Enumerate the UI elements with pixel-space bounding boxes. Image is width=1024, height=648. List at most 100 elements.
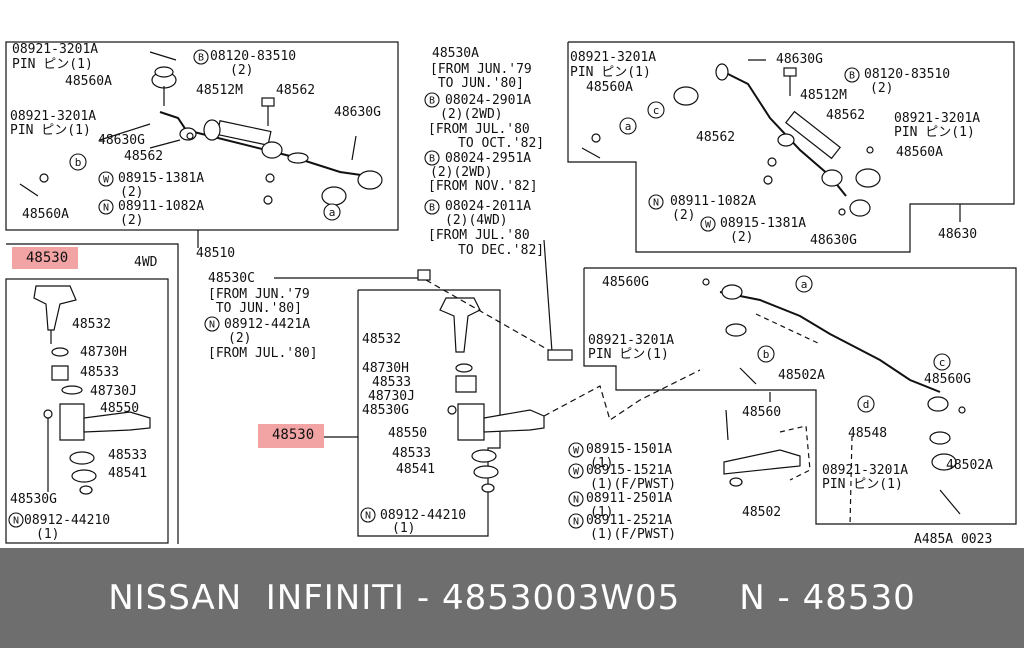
footer-bar: NISSAN INFINITI - 4853003W05 N - 48530 [0,548,1024,648]
circled-prefix-W: W [98,171,114,187]
circled-prefix-W: W [568,442,584,458]
callout-d: d [857,395,875,413]
part-label-c-10: (1) [392,521,416,536]
part-label-tl-18: 48510 [196,246,236,261]
part-label-tl-7: 48562 [276,83,316,98]
circled-prefix-N: N [8,512,24,528]
part-label-br-1: 48560G [602,275,649,290]
part-label-mid-8: 08024-2951A [445,151,532,166]
part-label-mid-13: [FROM JUL.'80 [428,228,530,243]
part-label-l-3: 48533 [80,365,120,380]
svg-text:N: N [365,511,371,522]
circled-prefix-N: N [360,507,376,523]
part-label-tr-17: 48630G [810,233,857,248]
callout-b: b [69,153,87,171]
circled-prefix-N: N [204,316,220,332]
part-label-tr-13: 08911-1082A [670,194,757,209]
part-label-br-5: 48560G [924,372,971,387]
part-label-tr-14: (2) [672,208,696,223]
part-label-mid-6: [FROM JUL.'80 [428,122,530,137]
highlight-hl-left[interactable] [12,247,78,269]
part-label-mid-5: (2)(2WD) [440,107,503,122]
part-label-tl-5: (2) [230,63,254,78]
part-label-l-6: 48533 [108,448,148,463]
part-label-br-6: 48560 [742,405,782,420]
part-label-ml-1: 48530C [208,271,255,286]
part-label-br-17: 08921-3201A [822,463,909,478]
callout-c: c [933,353,951,371]
circled-prefix-B: B [424,150,440,166]
frame-4wd [6,243,179,544]
part-label-br-3: PIN ピン(1) [588,347,669,362]
part-label-c-6: 48550 [388,426,428,441]
part-label-br-18: PIN ピン(1) [822,477,903,492]
svg-text:a: a [329,206,336,219]
part-label-tl-12: 48562 [124,149,164,164]
highlight-hl-center[interactable] [258,424,324,448]
callout-a: a [795,275,813,293]
part-label-tl-1: 08921-3201A [12,42,99,57]
frame-48630 [567,41,1015,253]
part-label-br-10: 08915-1521A [586,463,673,478]
footer-part-title: NISSAN INFINITI - 4853003W05 N - 48530 [108,578,916,618]
svg-text:W: W [573,446,580,457]
part-label-tl-17: 48560A [22,207,69,222]
part-label-tr-16: (2) [730,230,754,245]
part-label-br-15: (1)(F/PWST) [590,527,677,542]
part-label-c-3: 48533 [372,375,412,390]
circled-prefix-B: B [844,67,860,83]
highlight-part-number: 48530 [26,250,69,266]
part-label-tr-18: 48630 [938,227,978,242]
part-label-br-12: 08911-2501A [586,491,673,506]
circled-prefix-N: N [568,513,584,529]
part-label-br-9: (1) [590,456,614,471]
part-label-mid-14: TO DEC.'82] [458,243,545,258]
part-label-l-10: (1) [36,527,60,542]
callout-c: c [647,101,665,119]
svg-text:B: B [429,96,435,107]
svg-text:c: c [939,356,946,369]
callout-a: a [323,203,341,221]
part-label-tr-11: PIN ピン(1) [894,125,975,140]
part-label-tr-9: 48562 [826,108,866,123]
svg-text:N: N [653,198,659,209]
part-label-br-8: 08915-1501A [586,442,673,457]
svg-text:B: B [849,71,855,82]
part-label-tr-12: 48560A [896,145,943,160]
part-label-tl-2: PIN ピン(1) [12,57,93,72]
part-label-c-5: 48530G [362,403,409,418]
part-label-tl-6: 48512M [196,83,243,98]
part-label-tl-10: PIN ピン(1) [10,123,91,138]
part-label-tr-3: 48560A [586,80,633,95]
part-label-mid-10: [FROM NOV.'82] [428,179,538,194]
svg-text:N: N [209,320,215,331]
part-label-c-1: 48532 [362,332,402,347]
part-label-wd-1: 4WD [134,255,158,270]
part-label-ml-4: 08912-4421A [224,317,311,332]
part-label-br-7: 48548 [848,426,888,441]
part-label-tr-4: 48630G [776,52,823,67]
svg-text:N: N [573,517,579,528]
svg-text:N: N [13,516,19,527]
part-label-tr-15: 08915-1381A [720,216,807,231]
part-label-l-5: 48550 [100,401,140,416]
part-label-mid-11: 08024-2011A [445,199,532,214]
part-label-l-7: 48541 [108,466,148,481]
part-label-c-7: 48533 [392,446,432,461]
part-label-tl-9: 08921-3201A [10,109,97,124]
part-label-tl-13: 08915-1381A [118,171,205,186]
part-label-mid-4: 08024-2901A [445,93,532,108]
svg-text:a: a [801,278,808,291]
part-label-tr-6: (2) [870,81,894,96]
highlight-part-number: 48530 [272,427,315,443]
svg-text:B: B [429,154,435,165]
part-label-mid-9: (2)(2WD) [430,165,493,180]
svg-text:B: B [429,203,435,214]
part-label-br-2: 08921-3201A [588,333,675,348]
svg-text:c: c [653,104,660,117]
diagram-code: A485A 0023 [914,532,993,547]
part-label-br-11: (1)(F/PWST) [590,477,677,492]
svg-text:a: a [625,120,632,133]
part-label-ml-3: TO JUN.'80] [208,301,302,316]
